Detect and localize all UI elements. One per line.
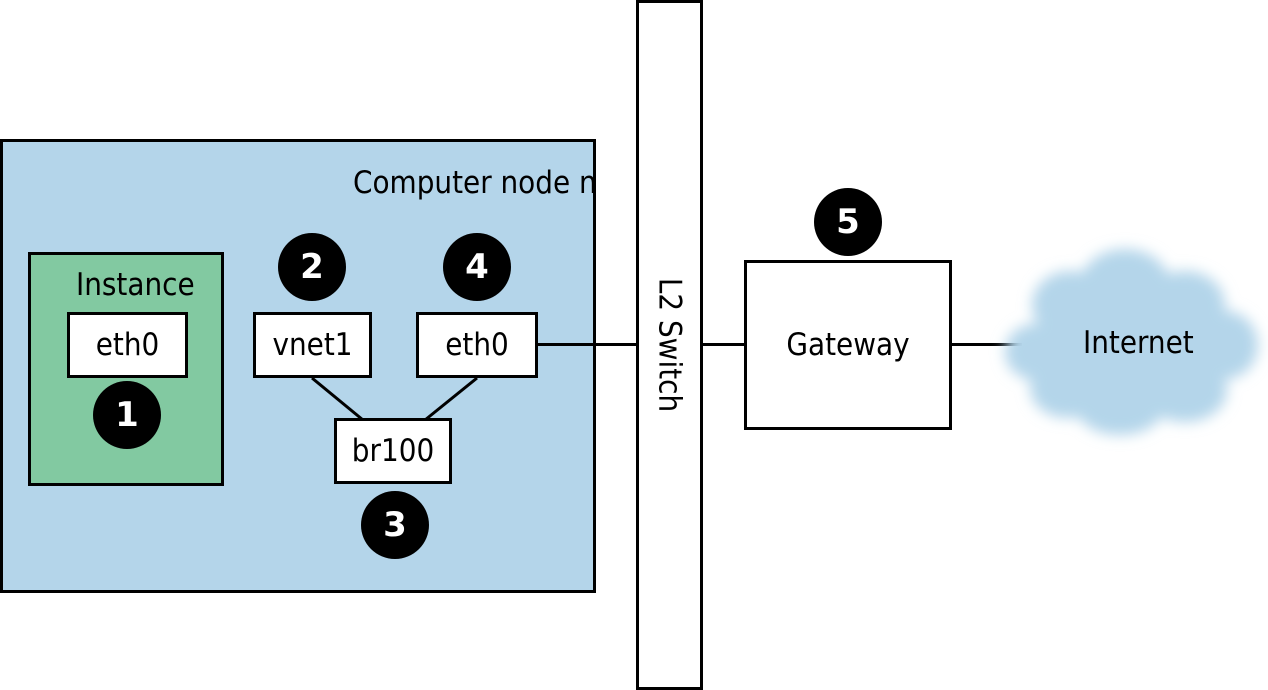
- instance-title: Instance: [76, 267, 195, 303]
- eth0-to-bridge-line: [424, 376, 478, 422]
- vnet1-to-bridge-line: [311, 376, 364, 422]
- compute-node-title: Computer node n: [353, 165, 597, 201]
- internet-label: Internet: [1083, 325, 1194, 361]
- gateway-box: Gateway: [744, 260, 952, 430]
- badge-2: 2: [278, 233, 346, 301]
- bridge-br100: br100: [334, 418, 452, 484]
- instance-eth0: eth0: [67, 312, 188, 378]
- vnet1-interface: vnet1: [253, 312, 372, 378]
- badge-1: 1: [93, 381, 161, 449]
- badge-5: 5: [814, 188, 882, 256]
- switch-to-gateway-line: [703, 343, 745, 346]
- eth0-to-switch-line: [538, 343, 638, 346]
- badge-4: 4: [443, 233, 511, 301]
- gateway-to-internet-line: [952, 343, 1022, 346]
- l2-switch: [636, 0, 703, 690]
- host-eth0-interface: eth0: [416, 312, 538, 378]
- badge-3: 3: [361, 491, 429, 559]
